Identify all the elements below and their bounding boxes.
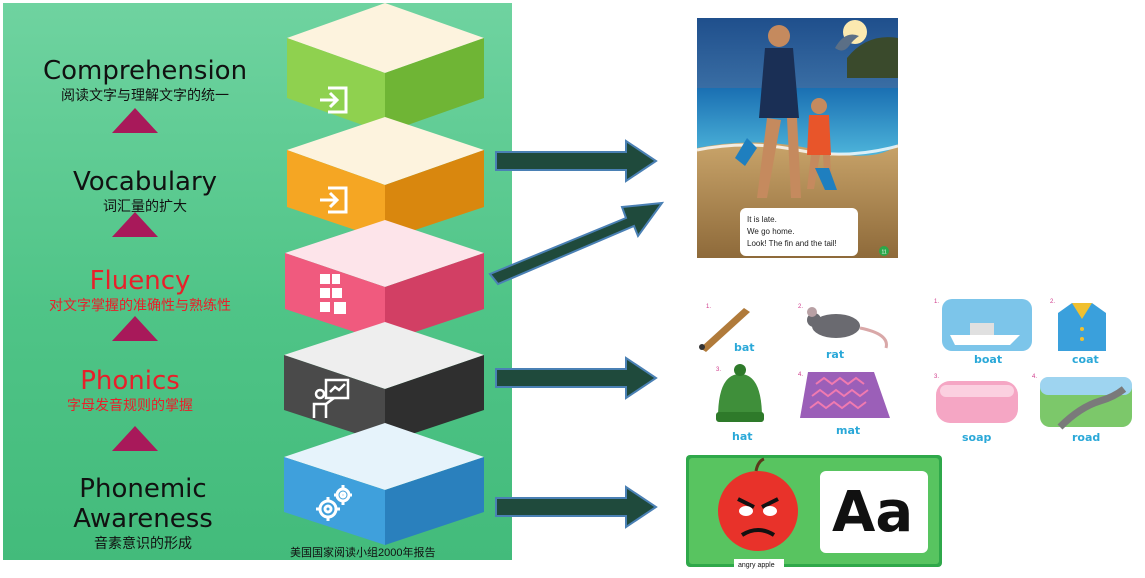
item-number: 1. (706, 304, 711, 310)
layer-label-fluency: Fluency 对文字掌握的准确性与熟练性 (15, 266, 265, 314)
puzzle-icon (320, 274, 346, 314)
child-figure (807, 98, 837, 190)
story-line: We go home. (747, 227, 794, 236)
page-number-badge (879, 246, 889, 256)
arrow-right-icon (495, 139, 658, 183)
rat-icon (807, 307, 888, 349)
alphabet-card: Aa angry apple (686, 455, 942, 569)
coat-icon (1058, 303, 1106, 351)
story-text-box (740, 208, 858, 256)
page-number: 11 (882, 250, 887, 256)
layer-label-phonemic-awareness: Phonemic Awareness 音素意识的形成 (10, 474, 276, 552)
block-phonics (284, 322, 484, 443)
item-word: coat (1072, 353, 1099, 366)
enter-icon (320, 86, 348, 114)
phonics-cards-short-a: 1. bat 2. rat 3. hat 4. mat (699, 304, 890, 443)
hat-icon (716, 364, 764, 422)
apple-icon (718, 457, 798, 551)
item-number: 1. (934, 299, 939, 305)
item-word: mat (836, 424, 860, 437)
arrow-right-icon (495, 356, 658, 400)
item-word: bat (734, 341, 755, 354)
layer-subtitle: 字母发音规则的掌握 (67, 397, 193, 413)
item-word: road (1072, 431, 1100, 444)
bat-icon (699, 308, 750, 352)
story-line: Look! The fin and the tail! (747, 239, 837, 248)
storybook-page: It is late. We go home. Look! The fin an… (697, 18, 898, 258)
boat-icon (942, 299, 1032, 351)
item-number: 2. (1050, 299, 1055, 305)
layer-title: Phonics (80, 366, 180, 396)
block-comprehension (287, 3, 484, 133)
layer-title: Fluency (89, 266, 191, 296)
layer-subtitle: 音素意识的形成 (94, 535, 192, 551)
story-line: It is late. (747, 215, 777, 224)
item-number: 2. (798, 304, 803, 310)
layer-title: Phonemic Awareness (73, 474, 213, 534)
item-word: boat (974, 353, 1002, 366)
arrow-right-icon (495, 485, 658, 529)
item-number: 4. (798, 372, 803, 378)
layer-subtitle: 阅读文字与理解文字的统一 (61, 87, 229, 103)
card-caption: angry apple (738, 562, 775, 569)
triangle-up-icon (112, 316, 158, 341)
father-figure (735, 25, 801, 198)
block-vocabulary (287, 117, 484, 240)
layer-title: Vocabulary (72, 167, 218, 197)
layer-subtitle: 词汇量的扩大 (103, 198, 187, 214)
dolphin-icon (835, 34, 859, 51)
item-word: hat (732, 430, 753, 443)
item-number: 3. (716, 367, 721, 373)
layer-label-comprehension: Comprehension 阅读文字与理解文字的统一 (20, 56, 270, 104)
soap-icon (936, 381, 1018, 423)
item-number: 3. (934, 374, 939, 380)
enter-icon (320, 186, 348, 214)
phonics-cards-long-o: 1. boat 2. coat 3. soap 4. road (934, 299, 1132, 444)
item-number: 4. (1032, 374, 1037, 380)
layer-subtitle: 对文字掌握的准确性与熟练性 (49, 297, 231, 313)
layer-title: Comprehension (42, 56, 248, 86)
item-word: soap (962, 431, 992, 444)
triangle-up-icon (112, 108, 158, 133)
road-icon (1040, 377, 1132, 430)
item-word: rat (826, 348, 844, 361)
gears-icon (316, 485, 352, 521)
block-fluency (285, 220, 484, 342)
triangle-up-icon (112, 426, 158, 451)
letter-tile (820, 471, 928, 553)
layer-label-phonics: Phonics 字母发音规则的掌握 (5, 366, 255, 414)
arrow-diagonal-icon (488, 201, 665, 286)
layer-label-vocabulary: Vocabulary 词汇量的扩大 (20, 167, 270, 215)
presenter-icon (312, 378, 350, 418)
letter-pair: Aa (832, 480, 913, 545)
block-phonemic-awareness (284, 423, 484, 545)
mat-icon (800, 372, 890, 418)
source-caption: 美国国家阅读小组2000年报告 (290, 547, 436, 559)
triangle-up-icon (112, 212, 158, 237)
